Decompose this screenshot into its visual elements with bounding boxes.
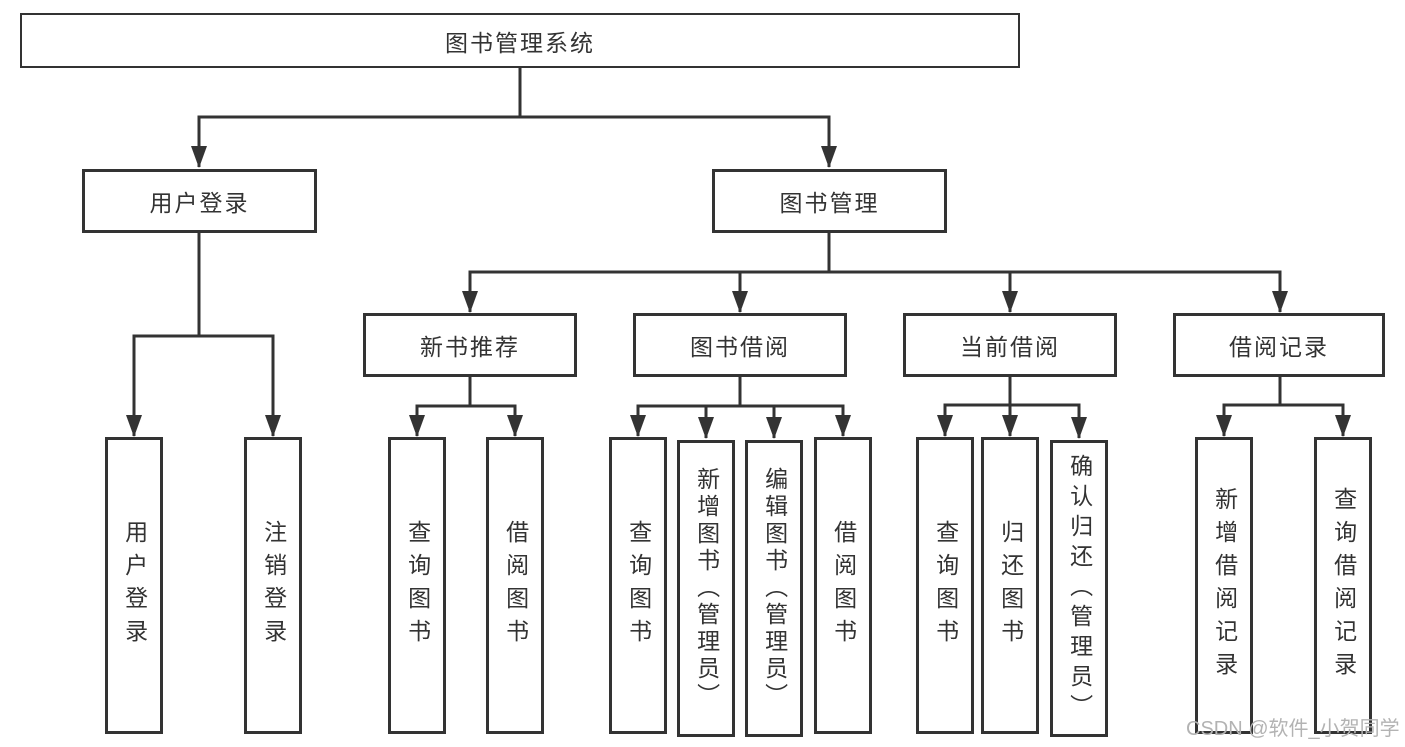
leaf-query-books-borrow: 查询图书 [609,437,667,734]
node-label: 借阅记录 [1229,334,1329,360]
connector-user-login-to-leaves [126,233,281,437]
leaf-add-borrow-record: 新增借阅记录 [1195,437,1253,734]
leaf-query-books-current: 查询图书 [916,437,974,734]
leaf-label: 用户登录 [121,519,148,652]
node-label: 图书借阅 [690,334,790,360]
node-label: 图书管理系统 [445,29,595,56]
leaf-logout: 注销登录 [244,437,302,734]
node-new-book-recommend: 新书推荐 [363,313,577,377]
node-current-borrow: 当前借阅 [903,313,1117,377]
node-book-borrow: 图书借阅 [633,313,847,377]
connector-book-borrow-to-leaves [630,377,851,439]
connector-root-to-level2 [191,68,837,168]
node-label: 图书管理 [779,190,880,216]
node-root: 图书管理系统 [20,13,1020,68]
leaf-add-book-admin: 新增图书（管理员） [677,440,735,737]
leaf-borrow-books-recommend: 借阅图书 [486,437,544,734]
node-user-login: 用户登录 [82,169,317,233]
leaf-label: 查询图书 [404,519,431,652]
leaf-label: 借阅图书 [502,519,529,652]
leaf-label: 确认归还（管理员） [1066,453,1093,724]
connector-current-borrow-to-leaves [937,377,1087,439]
leaf-label: 借阅图书 [830,519,857,652]
leaf-label: 编辑图书（管理员） [761,467,788,710]
leaf-label: 归还图书 [997,519,1024,652]
leaf-label: 新增借阅记录 [1211,486,1238,685]
leaf-return-book: 归还图书 [981,437,1039,734]
node-label: 新书推荐 [420,334,520,360]
leaf-query-borrow-record: 查询借阅记录 [1314,437,1372,734]
leaf-user-login: 用户登录 [105,437,163,734]
node-book-management: 图书管理 [712,169,947,233]
node-label: 当前借阅 [960,334,1060,360]
leaf-query-books-recommend: 查询图书 [388,437,446,734]
node-borrow-records: 借阅记录 [1173,313,1385,377]
leaf-label: 新增图书（管理员） [693,467,720,710]
connector-book-management-to-level3 [462,232,1288,313]
node-label: 用户登录 [149,190,250,216]
csdn-watermark: CSDN @软件_小贺同学 [1186,718,1400,740]
connector-borrow-records-to-leaves [1216,377,1351,437]
connector-new-book-to-leaves [409,377,523,437]
leaf-label: 查询图书 [625,519,652,652]
leaf-borrow-books-borrow: 借阅图书 [814,437,872,734]
leaf-label: 注销登录 [260,519,287,652]
leaf-label: 查询借阅记录 [1330,486,1357,685]
leaf-edit-book-admin: 编辑图书（管理员） [745,440,803,737]
leaf-label: 查询图书 [932,519,959,652]
leaf-confirm-return-admin: 确认归还（管理员） [1050,440,1108,737]
